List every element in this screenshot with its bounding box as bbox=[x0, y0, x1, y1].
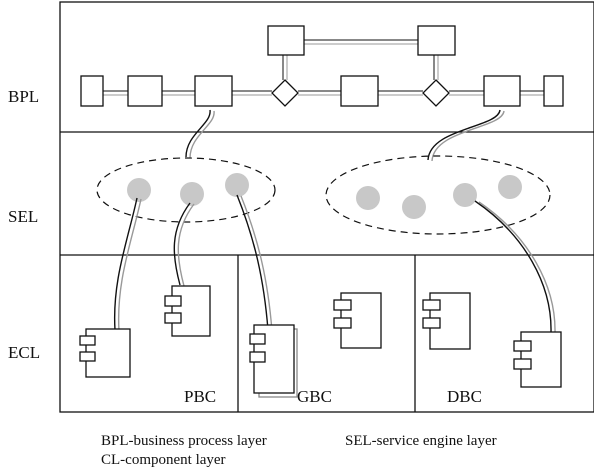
process-node-start bbox=[80, 75, 104, 107]
pbc-zone-label: PBC bbox=[184, 387, 216, 406]
process-node-task-3 bbox=[340, 75, 379, 107]
dbc-zone-label: DBC bbox=[447, 387, 482, 406]
legend-bpl: BPL-business process layer bbox=[101, 433, 267, 449]
diagram-frame bbox=[59, 1, 594, 413]
gbc-zone-label: GBC bbox=[297, 387, 332, 406]
bpl-sel-links bbox=[185, 109, 505, 162]
process-flow-nodes bbox=[80, 25, 564, 107]
service-node bbox=[356, 186, 380, 210]
layered-architecture-diagram: BPL SEL ECL bbox=[8, 1, 594, 413]
service-node bbox=[127, 178, 151, 202]
component-icon bbox=[422, 292, 471, 350]
process-flow-connectors bbox=[103, 39, 544, 96]
bpl-layer-label: BPL bbox=[8, 87, 39, 106]
service-nodes bbox=[127, 173, 522, 219]
service-engine-cluster-right bbox=[325, 155, 551, 235]
component-icon bbox=[249, 324, 298, 398]
gateway-split-icon bbox=[271, 79, 299, 107]
service-engine-cluster-left bbox=[96, 157, 276, 223]
process-node-task-1 bbox=[127, 75, 163, 107]
service-node bbox=[180, 182, 204, 206]
ecl-layer-label: ECL bbox=[8, 343, 40, 362]
service-node bbox=[453, 183, 477, 207]
service-node bbox=[498, 175, 522, 199]
gateway-merge-icon bbox=[422, 79, 450, 107]
service-node bbox=[225, 173, 249, 197]
sel-layer-label: SEL bbox=[8, 207, 38, 226]
sel-ecl-links bbox=[113, 194, 556, 334]
process-node-end bbox=[543, 75, 564, 107]
process-node-branch-1 bbox=[267, 25, 305, 56]
component-icon bbox=[333, 292, 382, 349]
process-node-task-4 bbox=[483, 75, 521, 107]
process-node-branch-2 bbox=[417, 25, 456, 56]
legend-cl: CL-component layer bbox=[101, 452, 226, 468]
component-icon bbox=[164, 285, 211, 337]
process-node-task-2 bbox=[194, 75, 233, 107]
service-node bbox=[402, 195, 426, 219]
component-icon bbox=[513, 331, 562, 388]
component-icon bbox=[79, 328, 131, 378]
legend-sel: SEL-service engine layer bbox=[345, 433, 497, 449]
ecl-components bbox=[79, 285, 562, 398]
